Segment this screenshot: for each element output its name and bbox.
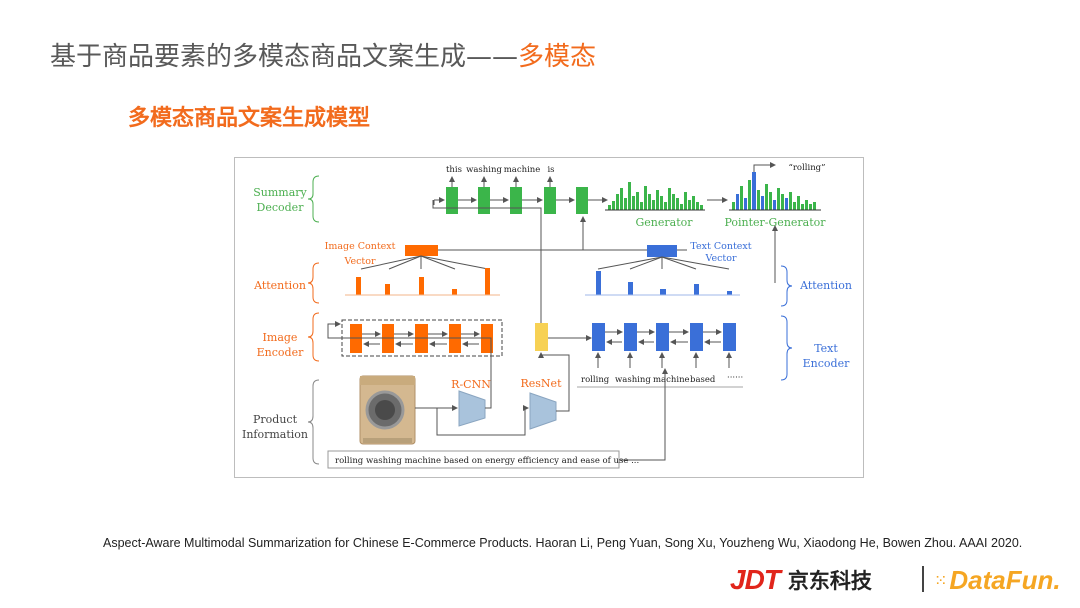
decoder-block-2 [478,187,490,214]
label-summary-decoder-1: Summary [253,186,307,199]
brace-text-encoder [780,315,793,381]
label-image-encoder-2: Encoder [257,346,304,359]
text-encoder-arrows [595,329,732,368]
encoder-word-4: based [690,375,716,385]
label-image-encoder-1: Image [263,331,298,344]
logo-separator [922,566,924,592]
right-labels: Attention Text Encoder [799,279,852,370]
image-to-resnet-arrow [436,405,529,436]
brace-attention-right [780,265,793,307]
model-diagram-svg: Summary Decoder Attention Image Encoder … [242,162,852,469]
product-text: rolling washing machine based on energy … [335,456,639,466]
rolling-arrow [753,162,776,172]
label-text-context-2: Vector [704,253,736,264]
resnet-to-decoder-line [432,200,542,323]
jdt-logo: JDT 京东科技 [730,564,872,596]
slide-subtitle: 多模态商品文案生成模型 [128,106,371,131]
label-text-encoder-1: Text [814,342,838,355]
right-braces [780,265,793,381]
brace-summary-decoder [307,175,320,223]
left-labels: Summary Decoder Attention Image Encoder … [242,186,308,441]
decoder-word-1: this [446,165,462,175]
jdt-logo-mark: JDT [730,564,781,595]
text-attention-fan [597,256,730,270]
generator-histogram [608,182,703,210]
label-summary-decoder-2: Decoder [257,201,305,214]
decoder-block-5 [576,187,588,214]
label-rcnn: R-CNN [451,378,491,391]
decoder-arrows [434,176,728,203]
resnet-icon [529,392,557,430]
image-encoder-blocks [350,324,493,353]
image-attention-fan [360,255,489,270]
decoder-block-3 [510,187,522,214]
datafun-dots-icon: ⁙ [934,570,948,590]
brace-attention-left [307,262,320,304]
brace-product-info [307,379,320,465]
label-attention-right: Attention [799,279,852,292]
label-product-info-1: Product [253,413,298,426]
washing-machine-icon [359,375,416,445]
label-rolling-output: “rolling” [789,162,826,173]
decoder-word-3: machine [504,165,541,175]
slide-title-accent: 多模态 [518,42,597,72]
rcnn-icon [458,390,486,427]
slide-title: 基于商品要素的多模态商品文案生成——多模态 [50,36,596,73]
text-attention-bars [596,271,732,295]
datafun-logo-text: DataFun. [949,564,1061,595]
decoder-word-2: washing [466,165,502,175]
text-context-vector [647,245,677,257]
decoder-words: this washing machine is [446,165,555,175]
decoder-block-1 [446,187,458,214]
product-text-to-encoder [619,368,668,461]
model-diagram: Summary Decoder Attention Image Encoder … [234,157,864,478]
text-encoder-blocks [592,323,736,351]
label-resnet: ResNet [521,377,563,390]
label-pointer-generator: Pointer-Generator [724,216,826,229]
encoder-word-3: machine [653,375,690,385]
image-encoder-arrows [362,331,480,347]
jdt-logo-name: 京东科技 [787,569,872,593]
citation: Aspect-Aware Multimodal Summarization fo… [103,536,1023,550]
label-generator: Generator [635,216,693,229]
encoder-word-1: rolling [581,375,610,385]
label-text-context-1: Text Context [690,241,751,252]
pointer-generator-histogram [732,172,816,210]
resnet-up-arrow [538,352,570,412]
brace-image-encoder [307,312,320,362]
datafun-logo: ⁙ DataFun. [934,564,1061,596]
decoder-blocks [446,187,588,214]
encoder-word-5: ······ [727,373,743,383]
resnet-feature-block [535,323,548,351]
decoder-word-4: is [547,165,554,175]
label-image-context-2: Vector [343,256,375,267]
encoder-words: rolling washing machine based ······ [581,373,743,385]
decoder-block-4 [544,187,556,214]
image-attention-bars [356,268,490,295]
image-context-vector [405,245,438,256]
left-braces [307,175,320,465]
encoder-word-2: washing [615,375,651,385]
slide-title-main: 基于商品要素的多模态商品文案生成—— [50,42,519,72]
rcnn-to-image-encoder [327,321,492,409]
label-text-encoder-2: Encoder [803,357,850,370]
label-attention-left: Attention [253,279,306,292]
label-product-info-2: Information [242,428,308,441]
label-image-context-1: Image Context [325,241,396,252]
